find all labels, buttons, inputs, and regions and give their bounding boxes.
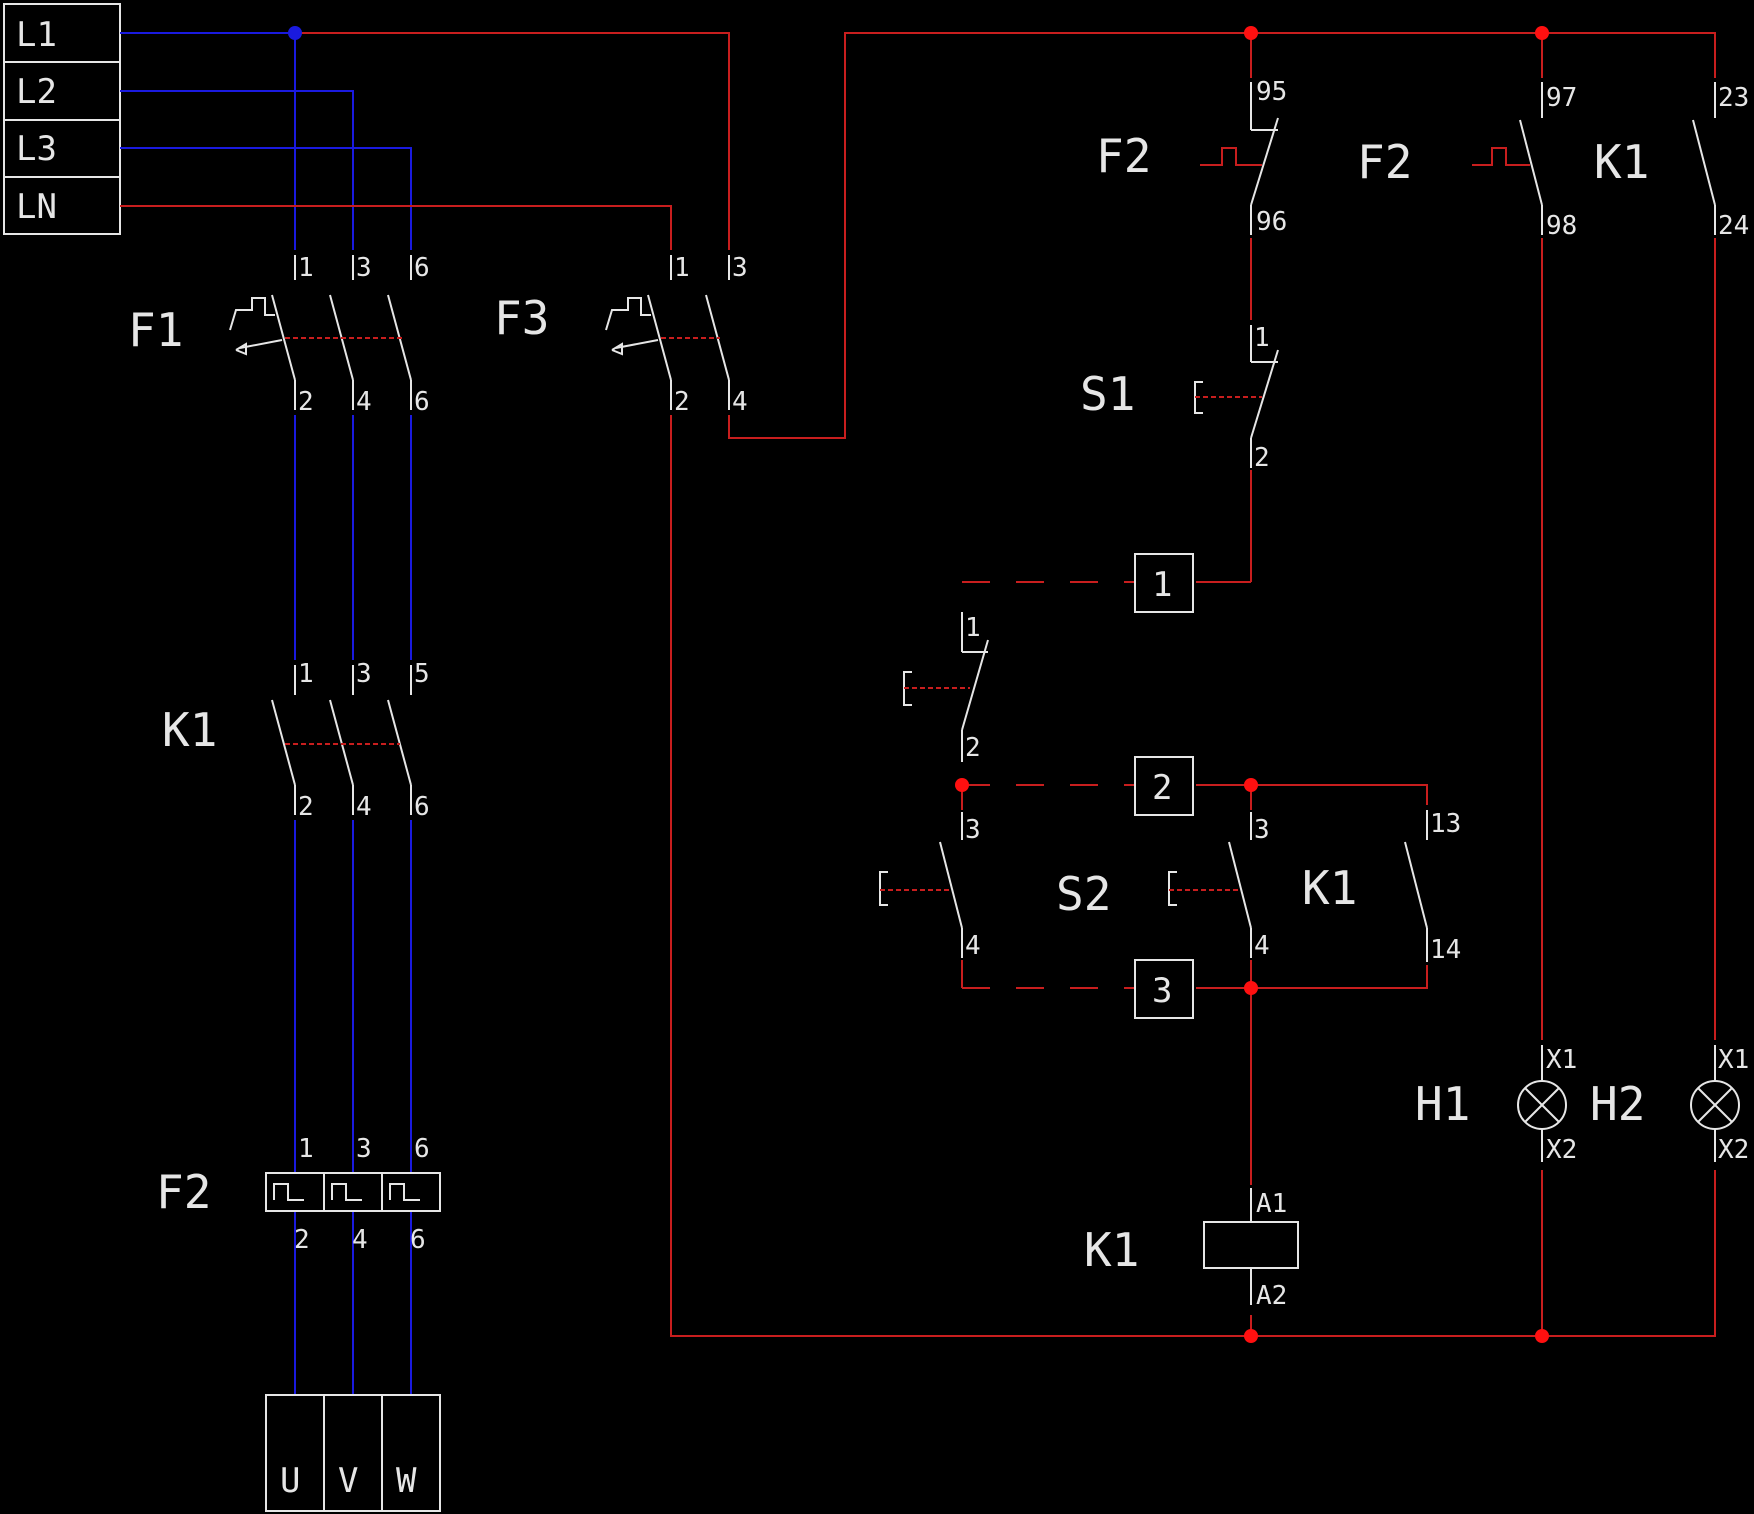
terminal-number: 4 — [356, 792, 372, 822]
terminal-number: X1 — [1546, 1045, 1577, 1075]
ref-box-3-label: 3 — [1152, 971, 1172, 1011]
s2-left-start-button-symbol — [879, 810, 977, 960]
terminal-number: 1 — [298, 253, 314, 283]
terminal-number: 4 — [356, 387, 372, 417]
terminal-number: 3 — [1254, 815, 1270, 845]
terminal-number: 4 — [352, 1225, 368, 1255]
f2-overload-symbol — [265, 1172, 441, 1212]
f2-no-label: F2 — [1357, 135, 1412, 189]
terminal-number: 4 — [965, 931, 981, 961]
junction-node — [1244, 1329, 1258, 1343]
terminal-number: 95 — [1256, 77, 1287, 107]
f1-label: F1 — [128, 303, 183, 357]
terminal-number: 1 — [298, 659, 314, 689]
h1-label: H1 — [1415, 1077, 1470, 1131]
motor-u-label: U — [280, 1461, 300, 1501]
supply-terminal-block — [3, 3, 121, 235]
terminal-number: 6 — [414, 387, 430, 417]
f2-nc-contact-symbol — [1200, 78, 1279, 238]
junction-node — [1535, 1329, 1549, 1343]
terminal-number: 97 — [1546, 83, 1577, 113]
k1-holding-contact-symbol — [1404, 805, 1442, 965]
f2-main-label: F2 — [156, 1165, 211, 1219]
ref-box-3: 3 — [1134, 959, 1194, 1019]
k1-main-contacts-symbol — [271, 660, 426, 820]
terminal-number: 3 — [356, 253, 372, 283]
s-left-nc-button-symbol — [903, 605, 989, 765]
junction-node-l1 — [288, 26, 302, 40]
k1-no-contact-symbol — [1692, 78, 1730, 238]
terminal-number: 2 — [1254, 443, 1270, 473]
supply-ln-label: LN — [16, 187, 57, 227]
terminal-number: 4 — [1254, 931, 1270, 961]
terminal-number: X2 — [1546, 1135, 1577, 1165]
terminal-number: 6 — [414, 792, 430, 822]
junction-node — [1244, 778, 1258, 792]
ref-box-1: 1 — [1134, 553, 1194, 613]
terminal-number: 98 — [1546, 211, 1577, 241]
k1-aux-label: K1 — [1594, 135, 1649, 189]
supply-l3-label: L3 — [16, 129, 57, 169]
terminal-number: 2 — [674, 387, 690, 417]
s1-stop-button-symbol — [1194, 320, 1279, 470]
motor-v-label: V — [338, 1461, 358, 1501]
k1-coil-symbol — [1203, 1185, 1299, 1315]
motor-terminal-block — [265, 1394, 441, 1512]
terminal-number: 24 — [1718, 211, 1749, 241]
k1-hold-label: K1 — [1302, 861, 1357, 915]
terminal-number: 1 — [298, 1134, 314, 1164]
terminal-number: 3 — [965, 815, 981, 845]
f3-breaker-symbol — [605, 250, 744, 415]
terminal-number: 2 — [965, 733, 981, 763]
terminal-number: 96 — [1256, 207, 1287, 237]
f2-no-contact-symbol — [1472, 78, 1557, 238]
ref-box-2-label: 2 — [1152, 768, 1172, 808]
s2-right-start-button-symbol — [1168, 810, 1266, 960]
terminal-number: X1 — [1718, 1045, 1749, 1075]
ref-box-1-label: 1 — [1152, 565, 1172, 605]
junction-node — [1244, 26, 1258, 40]
terminal-number: 3 — [356, 659, 372, 689]
f3-label: F3 — [494, 291, 549, 345]
terminal-numbers: 1 3 6 2 4 6 1 3 2 4 1 3 5 2 4 6 1 3 6 2 … — [294, 77, 1749, 1311]
f2-nc-label: F2 — [1096, 129, 1151, 183]
terminal-number: 6 — [414, 1134, 430, 1164]
terminal-number: 2 — [298, 792, 314, 822]
junction-node — [1244, 981, 1258, 995]
junction-node — [1535, 26, 1549, 40]
terminal-number: 1 — [965, 613, 981, 643]
k1-coil-label: K1 — [1084, 1223, 1139, 1277]
h2-label: H2 — [1590, 1077, 1645, 1131]
s2-label: S2 — [1056, 867, 1111, 921]
terminal-number: 6 — [414, 253, 430, 283]
s1-label: S1 — [1080, 367, 1135, 421]
terminal-number: 13 — [1430, 809, 1461, 839]
terminal-number: 3 — [356, 1134, 372, 1164]
terminal-number: 2 — [294, 1225, 310, 1255]
terminal-number: 14 — [1430, 935, 1461, 965]
terminal-number: 1 — [674, 253, 690, 283]
terminal-number: 1 — [1254, 323, 1270, 353]
f1-breaker-symbol — [229, 250, 426, 415]
terminal-number: 5 — [414, 659, 430, 689]
terminal-number: 2 — [298, 387, 314, 417]
terminal-number: 6 — [410, 1225, 426, 1255]
terminal-number: 4 — [732, 387, 748, 417]
terminal-number: X2 — [1718, 1135, 1749, 1165]
h1-lamp-icon — [1517, 1040, 1567, 1170]
terminal-number: A2 — [1256, 1281, 1287, 1311]
h2-lamp-icon — [1690, 1040, 1740, 1170]
supply-l1-label: L1 — [16, 15, 57, 55]
terminal-number: 3 — [732, 253, 748, 283]
ref-box-2: 2 — [1134, 756, 1194, 816]
supply-l2-label: L2 — [16, 72, 57, 112]
motor-w-label: W — [396, 1461, 417, 1501]
k1-main-label: K1 — [162, 703, 217, 757]
terminal-number: A1 — [1256, 1189, 1287, 1219]
junction-node — [955, 778, 969, 792]
terminal-number: 23 — [1718, 83, 1749, 113]
